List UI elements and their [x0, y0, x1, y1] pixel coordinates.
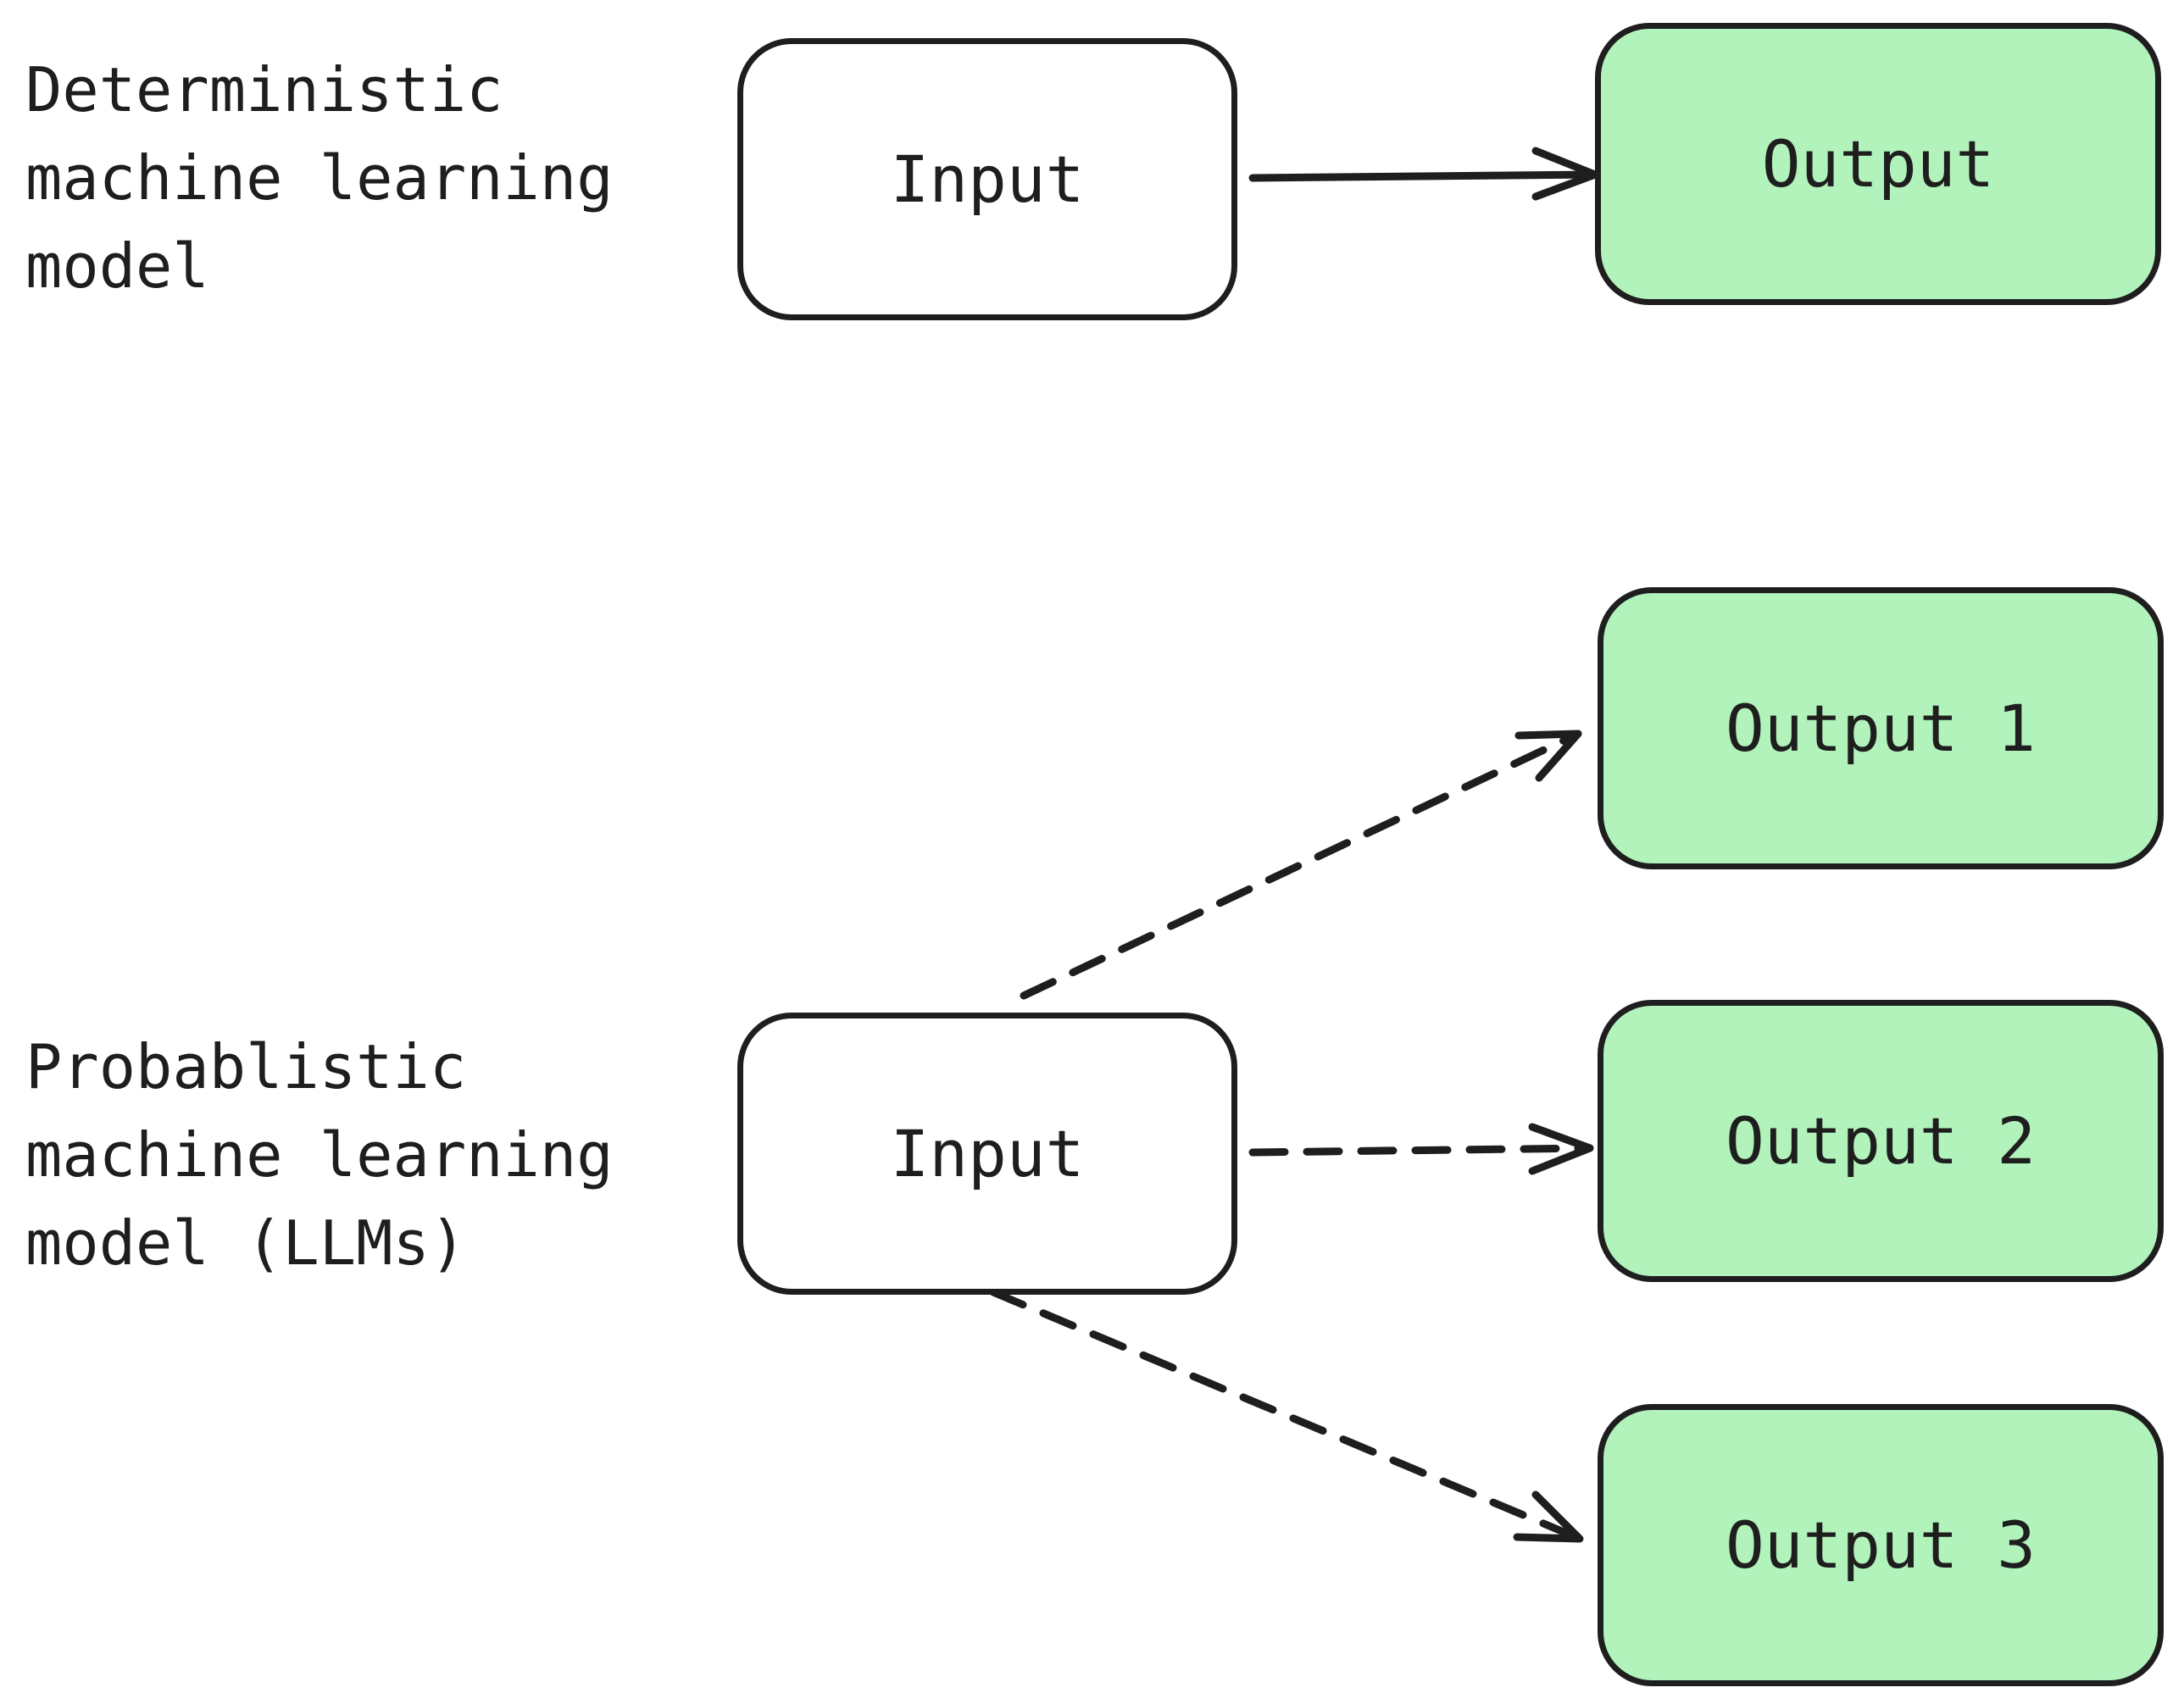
- arrowhead-output-3: [1513, 1490, 1584, 1543]
- probabilistic-model-label: Probablistic machine learning model (LLM…: [25, 1031, 614, 1279]
- output-2-label: Output 2: [1725, 1103, 2037, 1179]
- arrowhead-output-1: [1514, 730, 1582, 782]
- arrow-input-to-output: [1248, 170, 1599, 182]
- output-1-label: Output 1: [1725, 691, 2037, 766]
- output-3-box: Output 3: [1598, 1404, 2164, 1686]
- output-1-box: Output 1: [1598, 587, 2164, 869]
- deterministic-output-label: Output: [1761, 126, 1995, 202]
- output-2-box: Output 2: [1598, 1000, 2164, 1282]
- arrow-input-to-output-1: [1020, 730, 1582, 1000]
- deterministic-model-label: Deterministic machine learning model: [25, 54, 614, 302]
- probabilistic-input-box: Input: [737, 1013, 1237, 1295]
- deterministic-output-box: Output: [1595, 23, 2161, 305]
- probabilistic-input-label: Input: [890, 1116, 1085, 1191]
- output-3-label: Output 3: [1725, 1507, 2037, 1583]
- arrow-input-to-output-2: [1248, 1144, 1594, 1157]
- arrow-input-to-output-3: [989, 1288, 1584, 1543]
- arrowhead-output-2: [1528, 1123, 1594, 1175]
- deterministic-input-label: Input: [890, 142, 1085, 217]
- deterministic-input-box: Input: [737, 38, 1237, 320]
